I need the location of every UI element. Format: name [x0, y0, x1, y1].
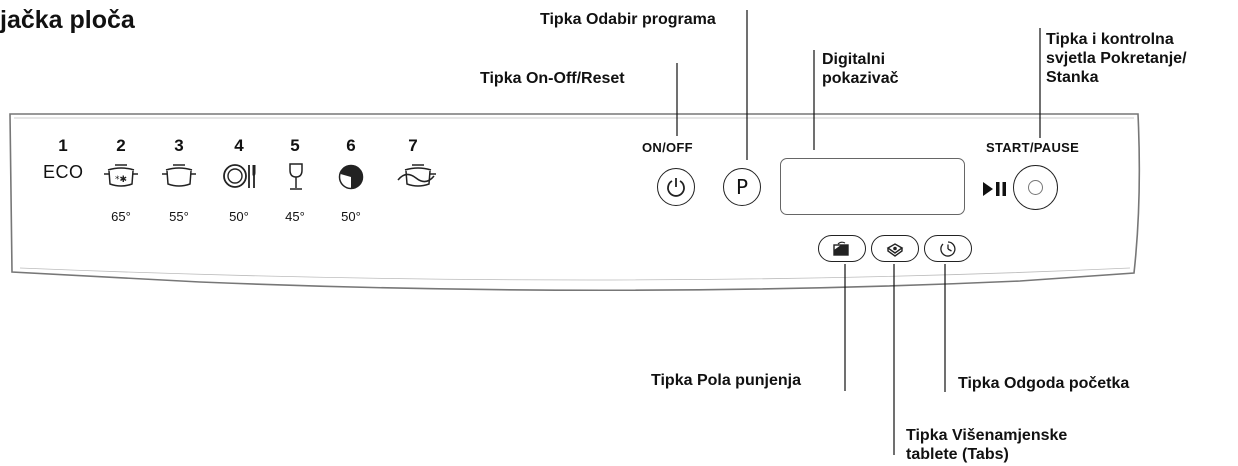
program-temp-2: 65°: [111, 209, 131, 224]
program-select-button[interactable]: P: [723, 168, 761, 206]
wine-glass-icon: [285, 162, 307, 192]
tablet-icon: [886, 242, 904, 257]
program-select-label: P: [735, 175, 749, 199]
digital-display: [780, 158, 965, 215]
program-temp-5: 45°: [285, 209, 305, 224]
indicator-light: [1028, 180, 1043, 195]
pot-wave-icon: [396, 162, 440, 190]
program-number-7: 7: [408, 136, 418, 155]
callout-start-line2: svjetla Pokretanje/: [1046, 50, 1187, 67]
svg-text:*✱: *✱: [115, 175, 127, 185]
pot-intensive-icon: *✱: [102, 162, 140, 190]
start-pause-label: START/PAUSE: [986, 140, 1080, 155]
multitab-button[interactable]: [871, 235, 919, 262]
program-temp-6: 50°: [341, 209, 361, 224]
power-icon: [667, 178, 685, 197]
program-number-2: 2: [116, 136, 126, 155]
callout-tabs-line2: tablete (Tabs): [906, 446, 1009, 463]
play-pause-icon: [982, 180, 1010, 198]
onoff-button[interactable]: [657, 168, 695, 206]
program-number-3: 3: [174, 136, 184, 155]
callout-program-button: Tipka Odabir programa: [540, 11, 716, 28]
callout-half-load: Tipka Pola punjenja: [651, 372, 801, 389]
callout-tabs-line1: Tipka Višenamjenske: [906, 427, 1068, 444]
pot-icon: [160, 162, 198, 190]
callout-start-pause: Tipka i kontrolna svjetla Pokretanje/ St…: [1046, 30, 1187, 87]
callout-display: Digitalni pokazivač: [822, 50, 898, 88]
eco-label: ECO: [43, 162, 84, 182]
callout-onoff-button: Tipka On-Off/Reset: [480, 70, 625, 87]
callout-start-line1: Tipka i kontrolna: [1046, 31, 1174, 48]
callout-start-line3: Stanka: [1046, 69, 1099, 86]
program-number-5: 5: [290, 136, 300, 155]
clock-icon: [940, 240, 956, 257]
program-number-1: 1: [58, 136, 68, 155]
half-load-icon: [833, 241, 849, 256]
callout-display-line1: Digitalni: [822, 51, 886, 68]
delay-start-button[interactable]: [924, 235, 972, 262]
callout-display-line2: pokazivač: [822, 70, 899, 87]
program-number-6: 6: [346, 136, 356, 155]
half-clock-icon: [337, 162, 367, 192]
program-temp-4: 50°: [229, 209, 249, 224]
program-number-4: 4: [234, 136, 244, 155]
half-load-button[interactable]: [818, 235, 866, 262]
callout-delay-start: Tipka Odgoda početka: [958, 375, 1130, 392]
page-title: jačka ploča: [0, 6, 135, 34]
start-pause-button[interactable]: [1013, 165, 1058, 210]
onoff-label: ON/OFF: [642, 140, 693, 155]
program-temp-3: 55°: [169, 209, 189, 224]
plate-cutlery-icon: [222, 162, 258, 190]
callout-tabs: Tipka Višenamjenske tablete (Tabs): [906, 426, 1067, 464]
